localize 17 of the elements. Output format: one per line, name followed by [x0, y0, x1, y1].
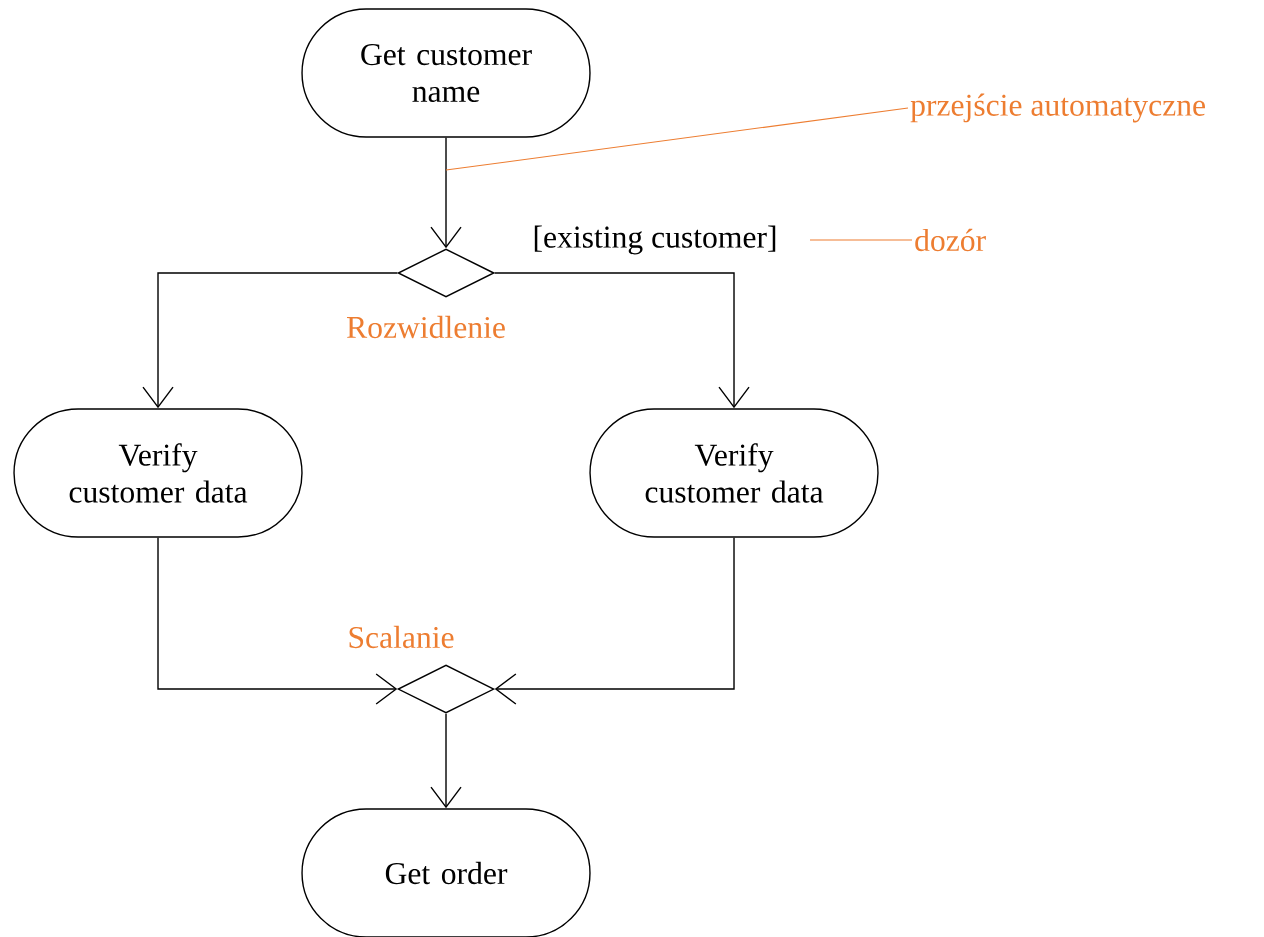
node-caption: Rozwidlenie	[347, 315, 505, 339]
arrow	[494, 272, 750, 409]
action-box: Verify customer data	[13, 408, 303, 538]
leader-line	[445, 107, 909, 171]
action-box: Get customer name	[301, 8, 591, 138]
action-box: Get order	[301, 808, 591, 937]
arrow	[430, 137, 462, 249]
arrow	[494, 537, 735, 705]
action-box: Verify customer data	[589, 408, 879, 538]
arrow	[142, 272, 398, 409]
arrow	[157, 537, 398, 705]
leader-line	[809, 239, 913, 241]
annotation-text: dozór	[915, 228, 986, 252]
edge-label: [existing customer]	[529, 222, 782, 258]
node-caption: Scalanie	[349, 625, 454, 649]
arrow	[430, 713, 462, 809]
annotation-text: przejście automatyczne	[910, 93, 1205, 123]
